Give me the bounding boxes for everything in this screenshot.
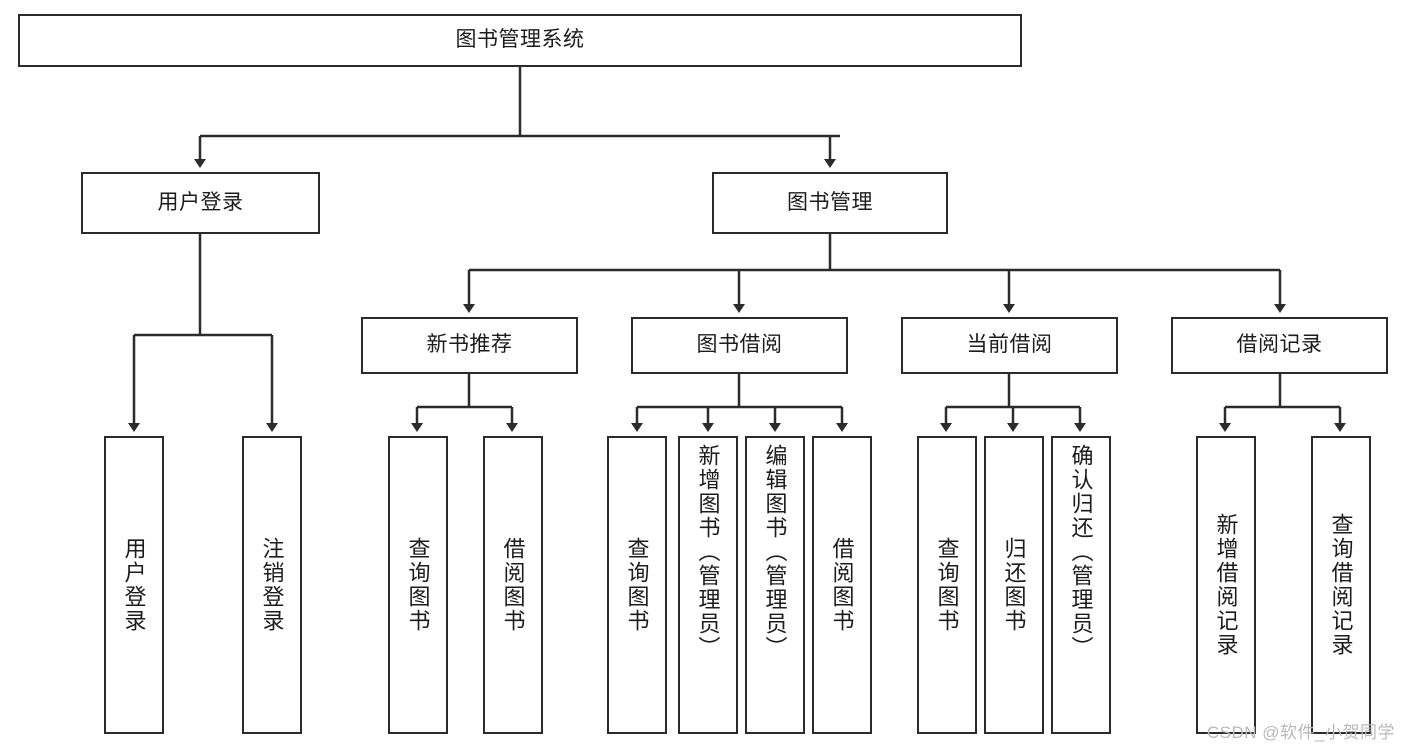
leaf-logout-login-label: 注销登录 [259, 537, 285, 633]
leaf-query-book-borrow-label: 查询图书 [624, 537, 650, 633]
leaf-borrow-book-label: 借阅图书 [829, 537, 855, 633]
node-root[interactable]: 图书管理系统 [18, 14, 1022, 67]
node-book-management-label: 图书管理 [787, 190, 873, 214]
node-current-borrow-label: 当前借阅 [966, 333, 1053, 357]
node-book-borrow-label: 图书借阅 [696, 333, 783, 357]
node-new-book-recommend[interactable]: 新书推荐 [361, 317, 578, 374]
leaf-confirm-return-admin-label: 确认归还（管理员） [1068, 444, 1094, 660]
leaf-user-login-label: 用户登录 [121, 537, 147, 633]
node-user-login-label: 用户登录 [157, 190, 244, 214]
node-book-borrow[interactable]: 图书借阅 [631, 317, 848, 374]
leaf-borrow-book-recommend[interactable]: 借阅图书 [483, 436, 543, 734]
leaf-query-book-recommend-label: 查询图书 [405, 537, 431, 633]
leaf-add-borrow-record[interactable]: 新增借阅记录 [1196, 436, 1256, 734]
leaf-edit-book-admin-label: 编辑图书（管理员） [762, 444, 788, 660]
leaf-return-book[interactable]: 归还图书 [984, 436, 1044, 734]
leaf-query-borrow-record-label: 查询借阅记录 [1328, 513, 1354, 657]
leaf-borrow-book[interactable]: 借阅图书 [812, 436, 872, 734]
leaf-confirm-return-admin[interactable]: 确认归还（管理员） [1051, 436, 1111, 734]
leaf-add-book-admin[interactable]: 新增图书（管理员） [678, 436, 738, 734]
node-new-book-recommend-label: 新书推荐 [426, 333, 513, 357]
node-root-label: 图书管理系统 [455, 28, 585, 52]
csdn-watermark: CSDN @软件_小贺同学 [1206, 723, 1395, 742]
node-current-borrow[interactable]: 当前借阅 [901, 317, 1118, 374]
leaf-logout-login[interactable]: 注销登录 [242, 436, 302, 734]
leaf-query-book-borrow[interactable]: 查询图书 [607, 436, 667, 734]
leaf-borrow-book-recommend-label: 借阅图书 [500, 537, 526, 633]
leaf-return-book-label: 归还图书 [1001, 537, 1027, 633]
node-borrow-records-label: 借阅记录 [1236, 333, 1323, 357]
leaf-edit-book-admin[interactable]: 编辑图书（管理员） [745, 436, 805, 734]
leaf-query-book-recommend[interactable]: 查询图书 [388, 436, 448, 734]
node-borrow-records[interactable]: 借阅记录 [1171, 317, 1388, 374]
leaf-query-borrow-record[interactable]: 查询借阅记录 [1311, 436, 1371, 734]
leaf-query-book-current-label: 查询图书 [934, 537, 960, 633]
leaf-user-login[interactable]: 用户登录 [104, 436, 164, 734]
node-book-management[interactable]: 图书管理 [712, 172, 948, 234]
node-user-login[interactable]: 用户登录 [81, 172, 320, 234]
leaf-add-borrow-record-label: 新增借阅记录 [1213, 513, 1239, 657]
leaf-add-book-admin-label: 新增图书（管理员） [695, 444, 721, 660]
leaf-query-book-current[interactable]: 查询图书 [917, 436, 977, 734]
